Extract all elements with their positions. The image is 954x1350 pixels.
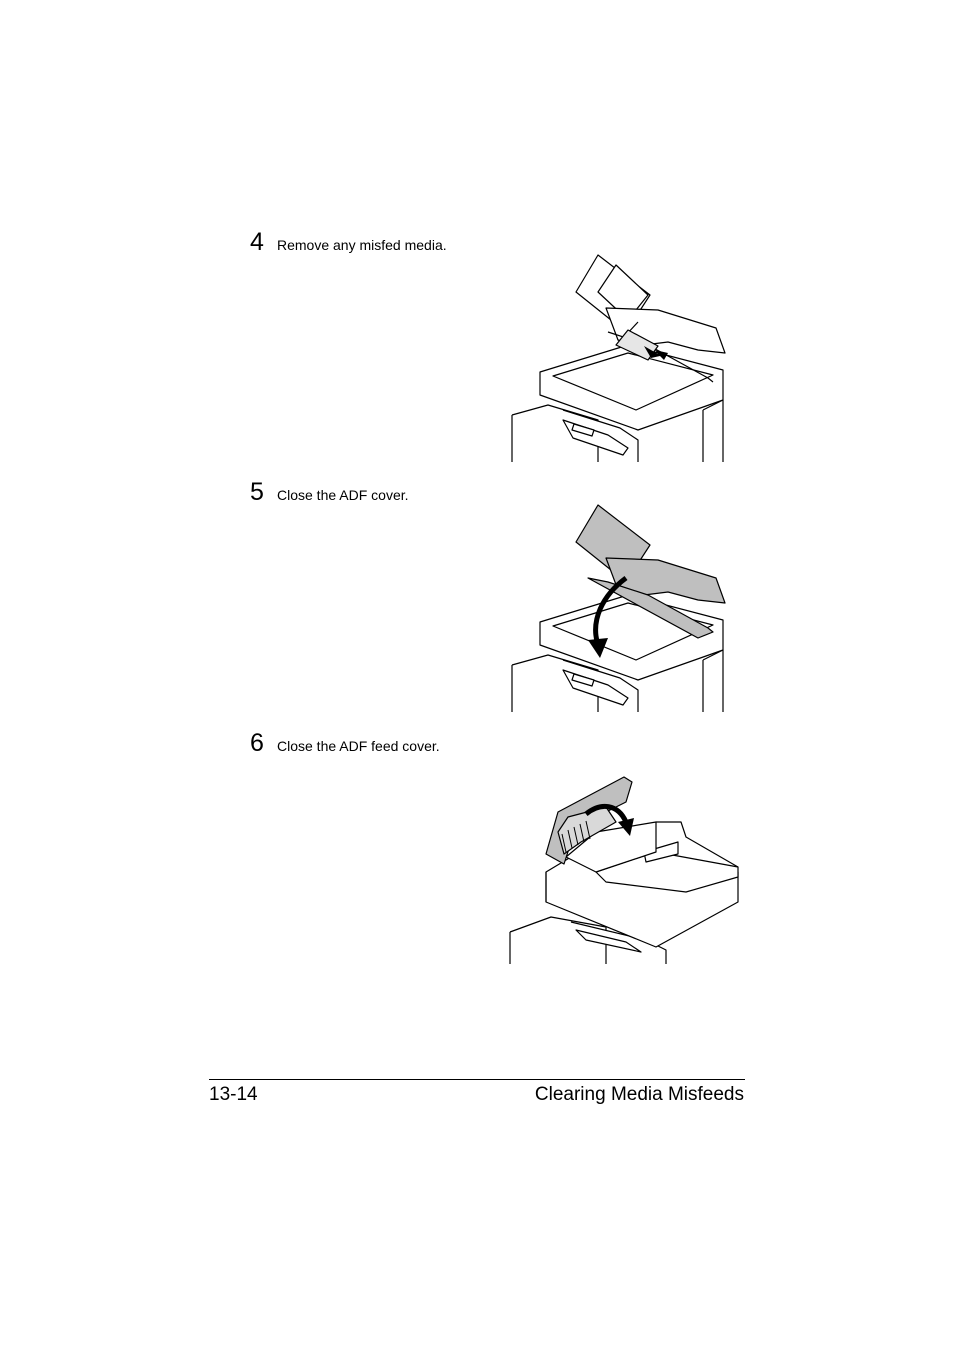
step-6: 6 Close the ADF feed cover. (250, 731, 440, 756)
step-4: 4 Remove any misfed media. (250, 230, 447, 255)
step-number: 6 (250, 729, 264, 757)
step-instruction: Remove any misfed media. (277, 237, 447, 253)
step-number: 4 (250, 228, 264, 256)
step-number: 5 (250, 478, 264, 506)
step-5: 5 Close the ADF cover. (250, 480, 409, 505)
page-number: 13-14 (209, 1084, 258, 1105)
step-instruction: Close the ADF feed cover. (277, 738, 440, 754)
section-title: Clearing Media Misfeeds (534, 1084, 744, 1105)
footer-divider (209, 1079, 745, 1080)
step-instruction: Close the ADF cover. (277, 487, 409, 503)
close-adf-cover-illustration (511, 504, 726, 712)
remove-misfed-media-illustration (511, 254, 726, 462)
close-adf-feed-cover-illustration (509, 776, 739, 964)
